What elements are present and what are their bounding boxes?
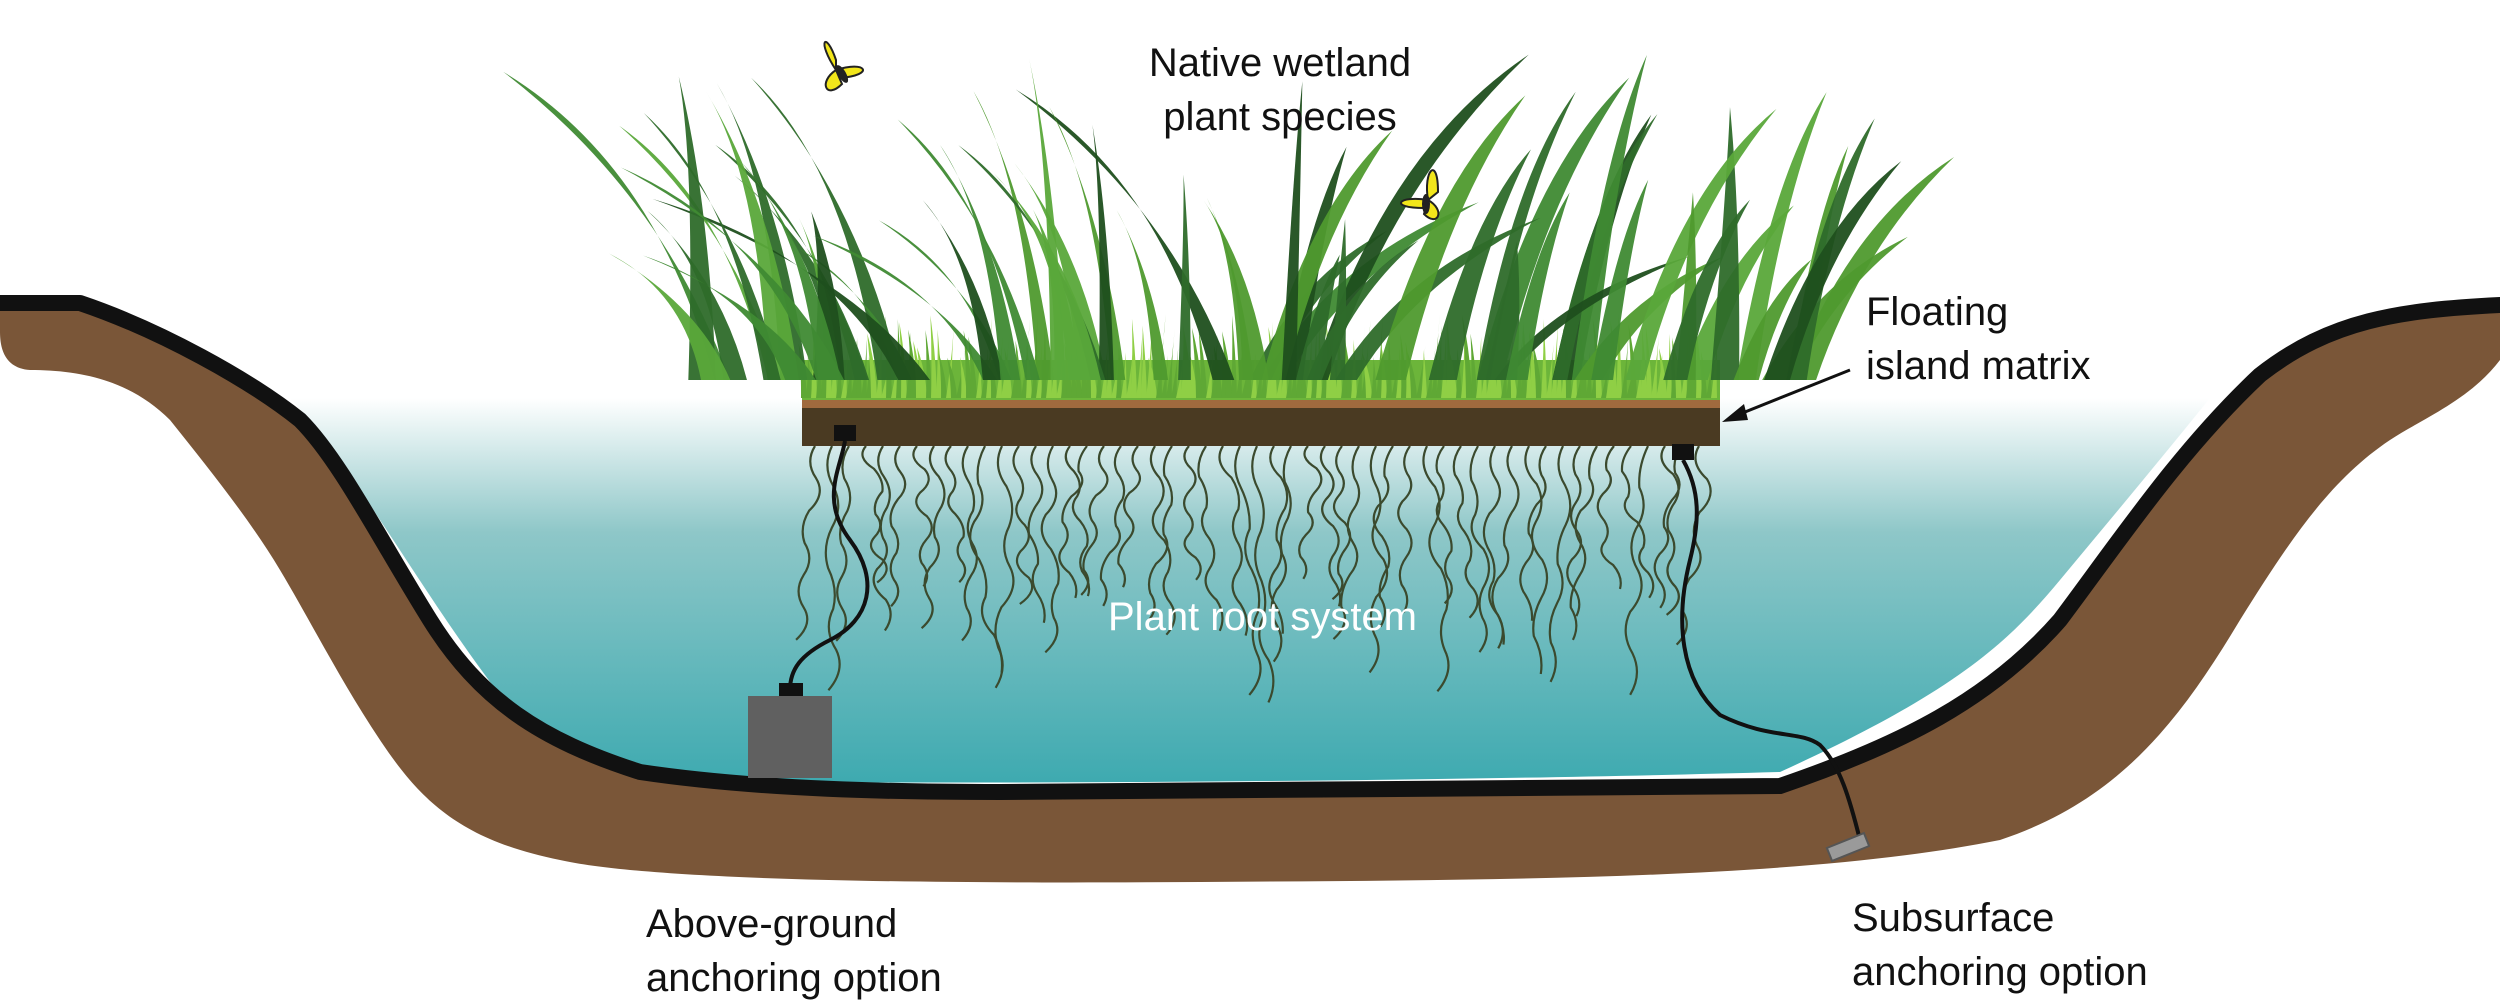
grass-blade xyxy=(1131,319,1137,398)
floating-matrix-label-line1: Floating xyxy=(1866,285,2091,339)
native-plants-label-line1: Native wetland xyxy=(1110,36,1450,90)
native-plants-label-line2: plant species xyxy=(1110,90,1450,144)
subsurface-label-line2: anchoring option xyxy=(1852,945,2148,999)
native-plants-label: Native wetland plant species xyxy=(1110,36,1450,144)
above-ground-anchor-label: Above-ground anchoring option xyxy=(646,897,942,1005)
floating-matrix-label-line2: island matrix xyxy=(1866,339,2091,393)
butterfly-icon xyxy=(824,42,863,90)
above-ground-label-line2: anchoring option xyxy=(646,951,942,1005)
subsurface-label-line1: Subsurface xyxy=(1852,891,2148,945)
subsurface-anchor-label: Subsurface anchoring option xyxy=(1852,891,2148,999)
above-ground-label-line1: Above-ground xyxy=(646,897,942,951)
root-system-label: Plant root system xyxy=(1108,590,1417,644)
floating-island-matrix xyxy=(802,398,1720,446)
plant-leaf xyxy=(1117,210,1168,380)
floating-matrix-label: Floating island matrix xyxy=(1866,285,2091,393)
grass-blade xyxy=(930,315,937,398)
